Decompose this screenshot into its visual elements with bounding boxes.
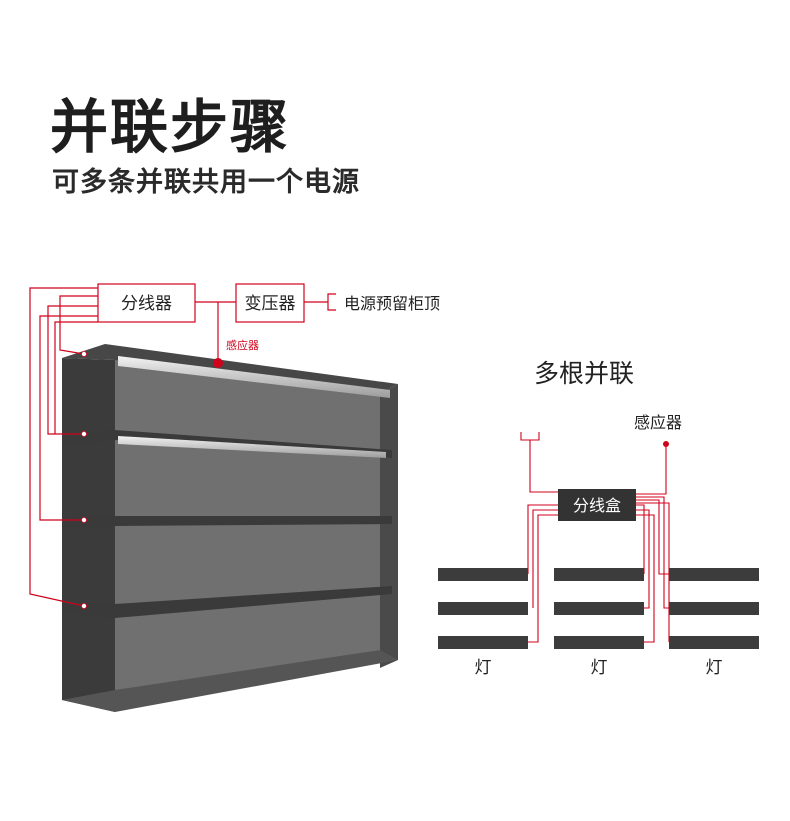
wire-mid-lamp-3 xyxy=(636,514,655,643)
sensor-dot xyxy=(213,358,223,368)
cabinet-shelf-3 xyxy=(62,586,392,618)
left-sensor-label: 感应器 xyxy=(226,338,259,352)
wire-shelf-3 xyxy=(29,287,98,607)
lamp-bar xyxy=(554,636,644,649)
wire-shelf-2 xyxy=(39,315,98,521)
junction-label: 分线盒 xyxy=(573,496,621,515)
right-sensor-dot xyxy=(663,441,669,447)
lamp-bar xyxy=(554,568,644,581)
wire-left-lamp-2 xyxy=(532,509,558,608)
lamp-label-right: 灯 xyxy=(706,658,723,678)
wire-power-box xyxy=(529,440,558,493)
dot-top xyxy=(81,350,88,357)
cabinet xyxy=(62,344,398,712)
wire-mid-lamp-2 xyxy=(636,509,650,609)
wire-left-lamp-3 xyxy=(528,514,558,643)
wire-shelf-top xyxy=(59,295,98,355)
wire-mid-lamp-1 xyxy=(636,504,645,574)
power-label: 电源预留柜顶 xyxy=(344,294,440,313)
right-heading: 多根并联 xyxy=(534,359,634,388)
right-wiring xyxy=(520,432,670,643)
wire-left-lamp-1 xyxy=(527,504,558,574)
lamp-label-left: 灯 xyxy=(475,658,492,678)
wire-sensor-box xyxy=(636,446,667,495)
right-sensor-label: 感应器 xyxy=(634,413,682,432)
lamp-bar xyxy=(554,602,644,615)
lamp-bar xyxy=(669,568,759,581)
page-subtitle: 可多条并联共用一个电源 xyxy=(52,167,360,198)
led-strip-top xyxy=(118,356,390,398)
lamp-bars xyxy=(438,568,759,649)
cabinet-right-side xyxy=(380,384,398,668)
lamp-bar xyxy=(438,636,528,649)
connection-dots xyxy=(81,350,223,610)
junction-box xyxy=(558,489,636,521)
wire-right-lamp-3 xyxy=(636,502,670,642)
cabinet-bottom-board xyxy=(62,650,398,712)
page-title: 并联步骤 xyxy=(50,93,291,161)
lamp-bar xyxy=(438,602,528,615)
splitter-label: 分线器 xyxy=(121,294,172,314)
led-strip-shelf-1 xyxy=(118,436,386,458)
power-input-bracket xyxy=(520,432,540,441)
dot-shelf-3 xyxy=(81,603,88,610)
lamp-label-middle: 灯 xyxy=(591,658,608,678)
dot-shelf-1 xyxy=(81,430,88,437)
cabinet-shelf-2 xyxy=(62,516,392,528)
wire-shelf-inner xyxy=(54,321,98,434)
transformer-box xyxy=(235,283,305,323)
lamp-bar xyxy=(669,636,759,649)
cabinet-left-side xyxy=(62,358,115,712)
transformer-label: 变压器 xyxy=(245,294,296,314)
dot-shelf-2 xyxy=(81,517,88,524)
wire-shelf-1 xyxy=(47,305,98,435)
wire-right-lamp-2 xyxy=(636,496,669,609)
power-bracket xyxy=(327,293,336,311)
left-wiring xyxy=(29,287,336,607)
lamp-bar xyxy=(669,602,759,615)
splitter-box xyxy=(97,283,196,323)
lamp-bar xyxy=(438,568,528,581)
